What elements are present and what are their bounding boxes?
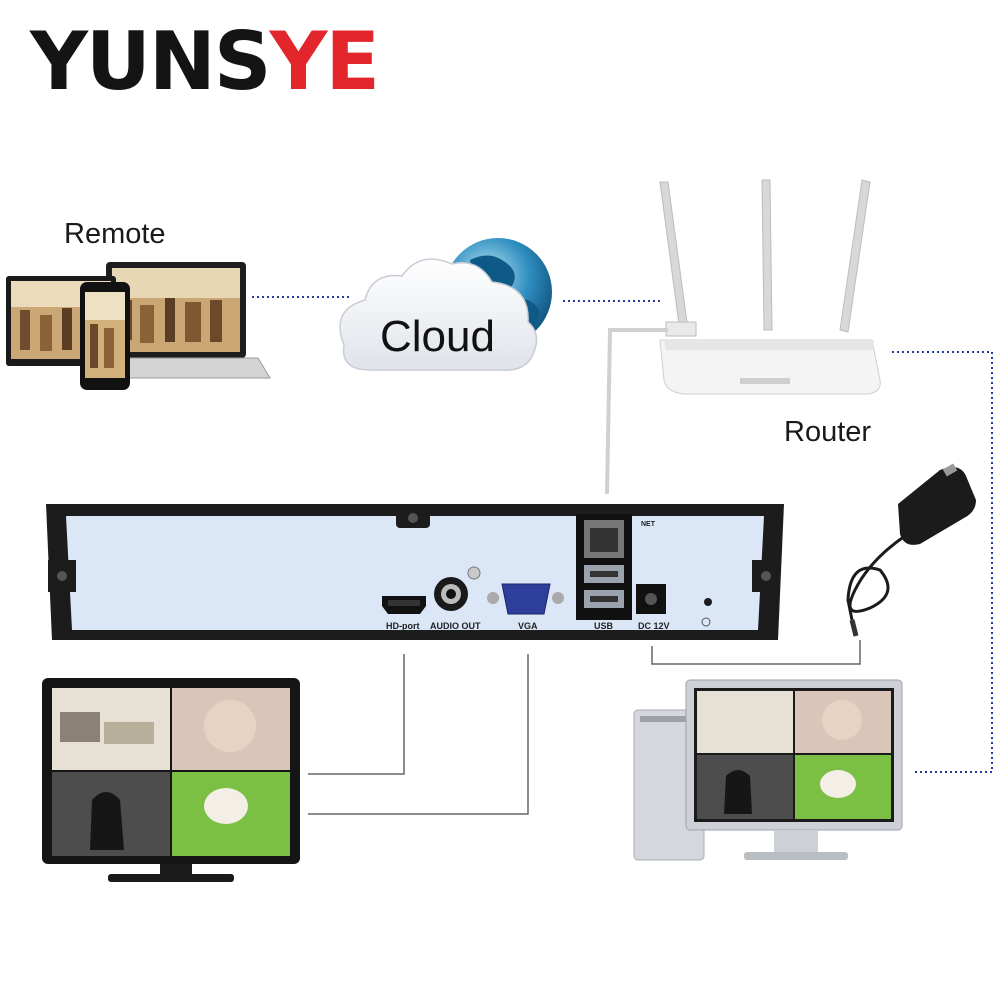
- brand-part-1: YUNS: [30, 15, 271, 108]
- vga-label: VGA: [518, 621, 538, 631]
- tv-monitor-illustration: [42, 678, 300, 882]
- router-label: Router: [784, 416, 872, 448]
- audio-out-label: AUDIO OUT: [430, 621, 481, 631]
- remote-label: Remote: [64, 218, 166, 250]
- nvr-device: [46, 504, 784, 640]
- net-label: NET: [641, 521, 655, 528]
- power-adapter-illustration: [846, 463, 976, 637]
- desktop-pc-illustration: [633, 679, 903, 861]
- cloud-label: Cloud: [380, 312, 495, 361]
- remote-devices-illustration: [6, 262, 271, 390]
- hdmi-port-label: HD-port: [386, 621, 420, 631]
- router-illustration: [659, 179, 881, 395]
- brand-logo: YUNSYE: [30, 22, 380, 102]
- dc-12v-label: DC 12V: [638, 621, 670, 631]
- brand-part-2: YE: [269, 15, 380, 108]
- usb-label: USB: [594, 621, 614, 631]
- cloud-illustration: [339, 238, 552, 372]
